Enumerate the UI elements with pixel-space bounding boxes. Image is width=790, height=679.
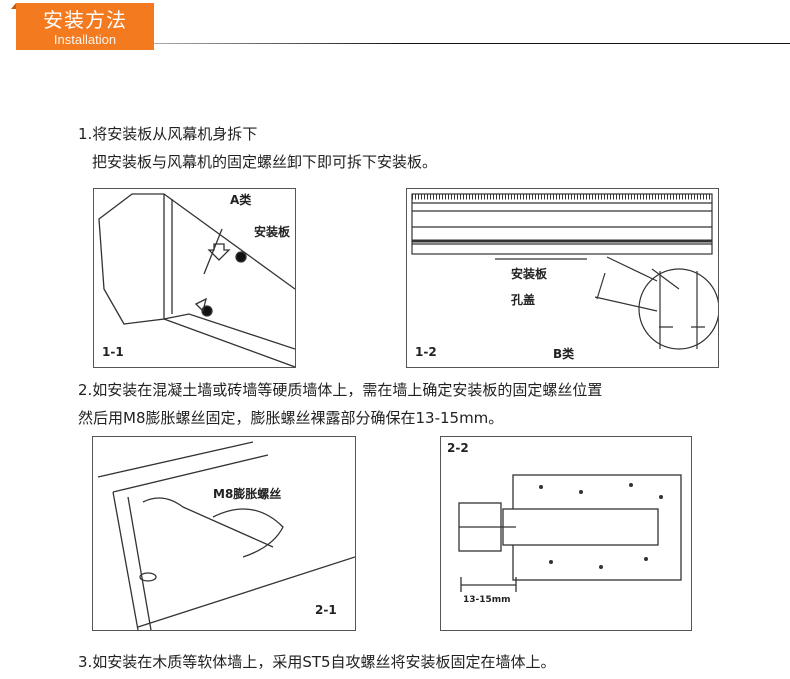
section-subtitle: Installation <box>53 32 117 47</box>
figure-1-1: A类 安装板 1-1 <box>93 188 296 368</box>
figure-1-2: 安装板 孔盖 B类 1-2 <box>406 188 719 368</box>
bolt-label: M8膨胀螺丝 <box>213 487 282 501</box>
plate-label: 安装板 <box>254 225 291 239</box>
dimension-label: 13-15mm <box>463 595 511 605</box>
figure-2-2: 2-2 13-15mm <box>440 436 692 631</box>
step3-title: 3.如安装在木质等软体墙上，采用ST5自攻螺丝将安装板固定在墙体上。 <box>78 653 556 671</box>
step2-title: 2.如安装在混凝土墙或砖墙等硬质墙体上，需在墙上确定安装板的固定螺丝位置 <box>78 381 603 399</box>
figure-type-label: B类 <box>553 347 575 361</box>
step2-desc: 然后用M8膨胀螺丝固定，膨胀螺丝裸露部分确保在13-15mm。 <box>78 409 504 427</box>
section-title: 安装方法 <box>43 8 127 32</box>
step1-title: 1.将安装板从风幕机身拆下 <box>78 125 258 143</box>
figure-id: 2-2 <box>447 441 469 455</box>
plate-label: 安装板 <box>511 267 548 281</box>
figure-id: 1-1 <box>102 345 124 359</box>
figure-type-label: A类 <box>230 193 252 207</box>
figure-id: 2-1 <box>315 603 337 617</box>
tab-ear <box>11 3 16 9</box>
cover-label: 孔盖 <box>511 293 536 307</box>
header-divider <box>154 43 790 44</box>
section-header-tab: 安装方法 Installation <box>16 3 154 50</box>
figure-id: 1-2 <box>415 345 437 359</box>
figure-2-1: M8膨胀螺丝 2-1 <box>92 436 356 631</box>
step1-desc: 把安装板与风幕机的固定螺丝卸下即可拆下安装板。 <box>92 153 438 171</box>
